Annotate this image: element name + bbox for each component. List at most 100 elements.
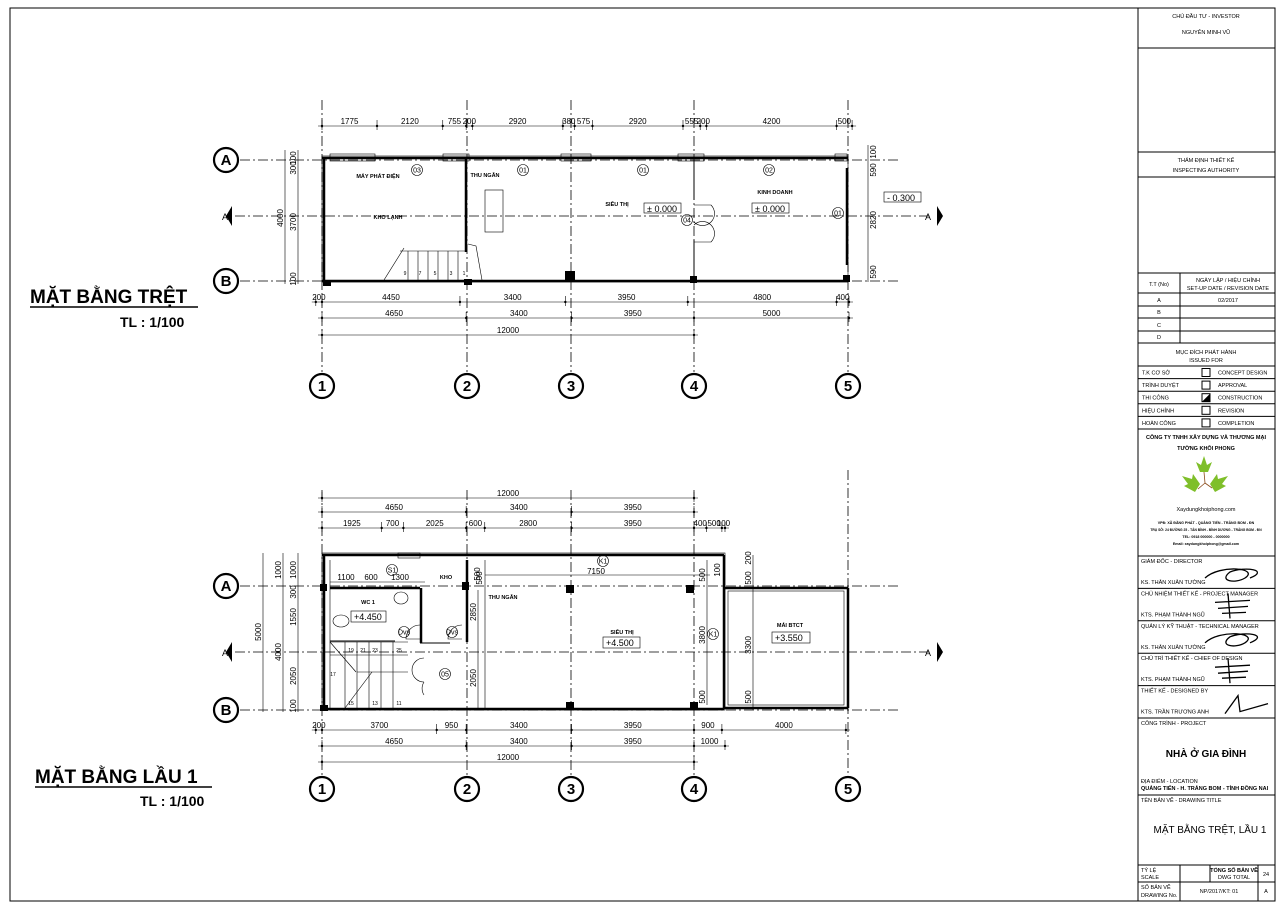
svg-text:CONSTRUCTION: CONSTRUCTION: [1218, 396, 1262, 402]
dimension-label: 3400: [510, 503, 528, 512]
dimension-tick: [844, 728, 848, 732]
dimension-tick: [464, 728, 468, 732]
dimension-label: 12000: [497, 326, 520, 335]
svg-text:THI CÔNG: THI CÔNG: [1142, 395, 1169, 402]
checkbox[interactable]: [1201, 418, 1211, 428]
drawing-revision: A: [1264, 889, 1268, 895]
svg-text:100: 100: [289, 699, 298, 713]
door-window-tag: 03: [411, 164, 423, 176]
svg-text:A: A: [1157, 298, 1161, 304]
svg-text:COMPLETION: COMPLETION: [1218, 421, 1254, 427]
dimension-tick: [692, 760, 696, 764]
svg-text:500: 500: [473, 567, 482, 581]
level-marker: +3.550: [771, 631, 811, 644]
svg-text:A: A: [221, 152, 232, 169]
level-marker: +4.500: [602, 636, 641, 649]
svg-text:2050: 2050: [469, 669, 478, 687]
svg-text:1550: 1550: [289, 608, 298, 626]
svg-text:100: 100: [289, 272, 298, 286]
section-mark-left: A: [222, 206, 232, 226]
svg-text:4000: 4000: [276, 209, 285, 227]
signature-icon: [1214, 658, 1251, 684]
svg-text:KS. THÂN XUÂN TƯỜNG: KS. THÂN XUÂN TƯỜNG: [1141, 644, 1206, 651]
grid-bubble-B: B: [212, 696, 240, 724]
section-mark-right: A: [925, 206, 943, 226]
dimension-label: 575: [577, 117, 591, 126]
checkbox[interactable]: [1201, 380, 1211, 390]
dimension-label: 4650: [385, 309, 403, 318]
svg-text:- 0.300: - 0.300: [887, 193, 915, 203]
svg-text:TỔNG SỐ BẢN VẼ: TỔNG SỐ BẢN VẼ: [1210, 867, 1258, 874]
svg-text:1000: 1000: [289, 561, 298, 579]
dimension-label: 200: [697, 117, 711, 126]
dimension-tick: [692, 744, 696, 748]
svg-text:2820: 2820: [869, 211, 878, 229]
checkbox[interactable]: [1201, 405, 1211, 415]
svg-text:Email: xaydungkhoiphong@gmail.: Email: xaydungkhoiphong@gmail.com: [1173, 542, 1239, 546]
grid-bubble-2: 2: [453, 775, 481, 803]
svg-text:100: 100: [869, 145, 878, 159]
level-marker: - 0.300: [883, 191, 922, 203]
svg-text:100: 100: [289, 151, 298, 165]
stair-step-label: 7: [419, 271, 422, 277]
company-logo: [1182, 456, 1228, 492]
dimension-tick: [561, 124, 565, 128]
dimension-label: 600: [469, 519, 483, 528]
dimension-tick: [435, 728, 438, 732]
grid-axes: [235, 100, 930, 372]
dimension-tick: [564, 300, 567, 304]
svg-text:Dvs: Dvs: [398, 630, 411, 637]
dimension-label: 1000: [701, 737, 719, 746]
svg-text:KS. THÂN XUÂN TƯỜNG: KS. THÂN XUÂN TƯỜNG: [1141, 579, 1206, 586]
svg-text:11: 11: [396, 701, 401, 707]
dimension-tick: [320, 510, 324, 514]
door-window-tag: 01: [637, 164, 649, 176]
dimension-tick: [375, 124, 379, 128]
svg-text:500: 500: [744, 571, 753, 585]
section-mark-left: A: [222, 642, 232, 662]
dimension-label: 755: [448, 117, 462, 126]
dimension-tick: [320, 124, 324, 128]
checkbox[interactable]: [1201, 368, 1211, 377]
svg-text:CÔNG TRÌNH - PROJECT: CÔNG TRÌNH - PROJECT: [1141, 720, 1207, 727]
signatory: QUẢN LÝ KỸ THUẬT - TECHNICAL MANAGERKS. …: [1138, 623, 1275, 654]
level-marker: +4.450: [350, 610, 387, 623]
dimension-tick: [699, 124, 702, 128]
svg-text:4: 4: [690, 378, 699, 395]
grid-bubble-4: 4: [680, 775, 708, 803]
grid-bubble-1: 1: [308, 372, 336, 400]
check-mark-icon: [1202, 393, 1210, 402]
svg-text:T.K CƠ SỞ: T.K CƠ SỞ: [1142, 370, 1170, 377]
dimension-label: 2025: [426, 519, 444, 528]
svg-text:DWG TOTAL: DWG TOTAL: [1218, 875, 1250, 881]
door-window-tag: 01: [832, 207, 844, 219]
drawing-number: NP/2017/KT: 01: [1200, 889, 1239, 895]
dimension-tick: [720, 526, 724, 530]
dimension-label: 3700: [370, 721, 388, 730]
dimension-label: 3400: [510, 737, 528, 746]
dimension-tick: [464, 316, 468, 320]
grid-bubble-2: 2: [453, 372, 481, 400]
dimension-tick: [847, 316, 851, 320]
svg-text:01: 01: [639, 168, 647, 175]
dimension-label: 4200: [763, 117, 781, 126]
dimension-tick: [692, 496, 696, 500]
dimension-tick: [380, 526, 383, 530]
door-window-tag: 04: [681, 214, 693, 226]
svg-text:2850: 2850: [469, 603, 478, 621]
room-label: SIÊU THỊ: [610, 628, 634, 636]
plan-title: MẶT BẰNG TRỆT: [30, 286, 188, 308]
svg-text:D: D: [1157, 335, 1161, 341]
level-marker: ± 0.000: [643, 202, 682, 214]
svg-text:K1: K1: [709, 632, 718, 639]
svg-text:02: 02: [765, 168, 773, 175]
svg-text:23: 23: [372, 648, 378, 654]
svg-text:1000: 1000: [274, 561, 283, 579]
dimension-tick: [835, 300, 838, 304]
company-website: Xaydungkhoiphong.com: [1176, 507, 1235, 513]
grid-bubble-3: 3: [557, 372, 585, 400]
